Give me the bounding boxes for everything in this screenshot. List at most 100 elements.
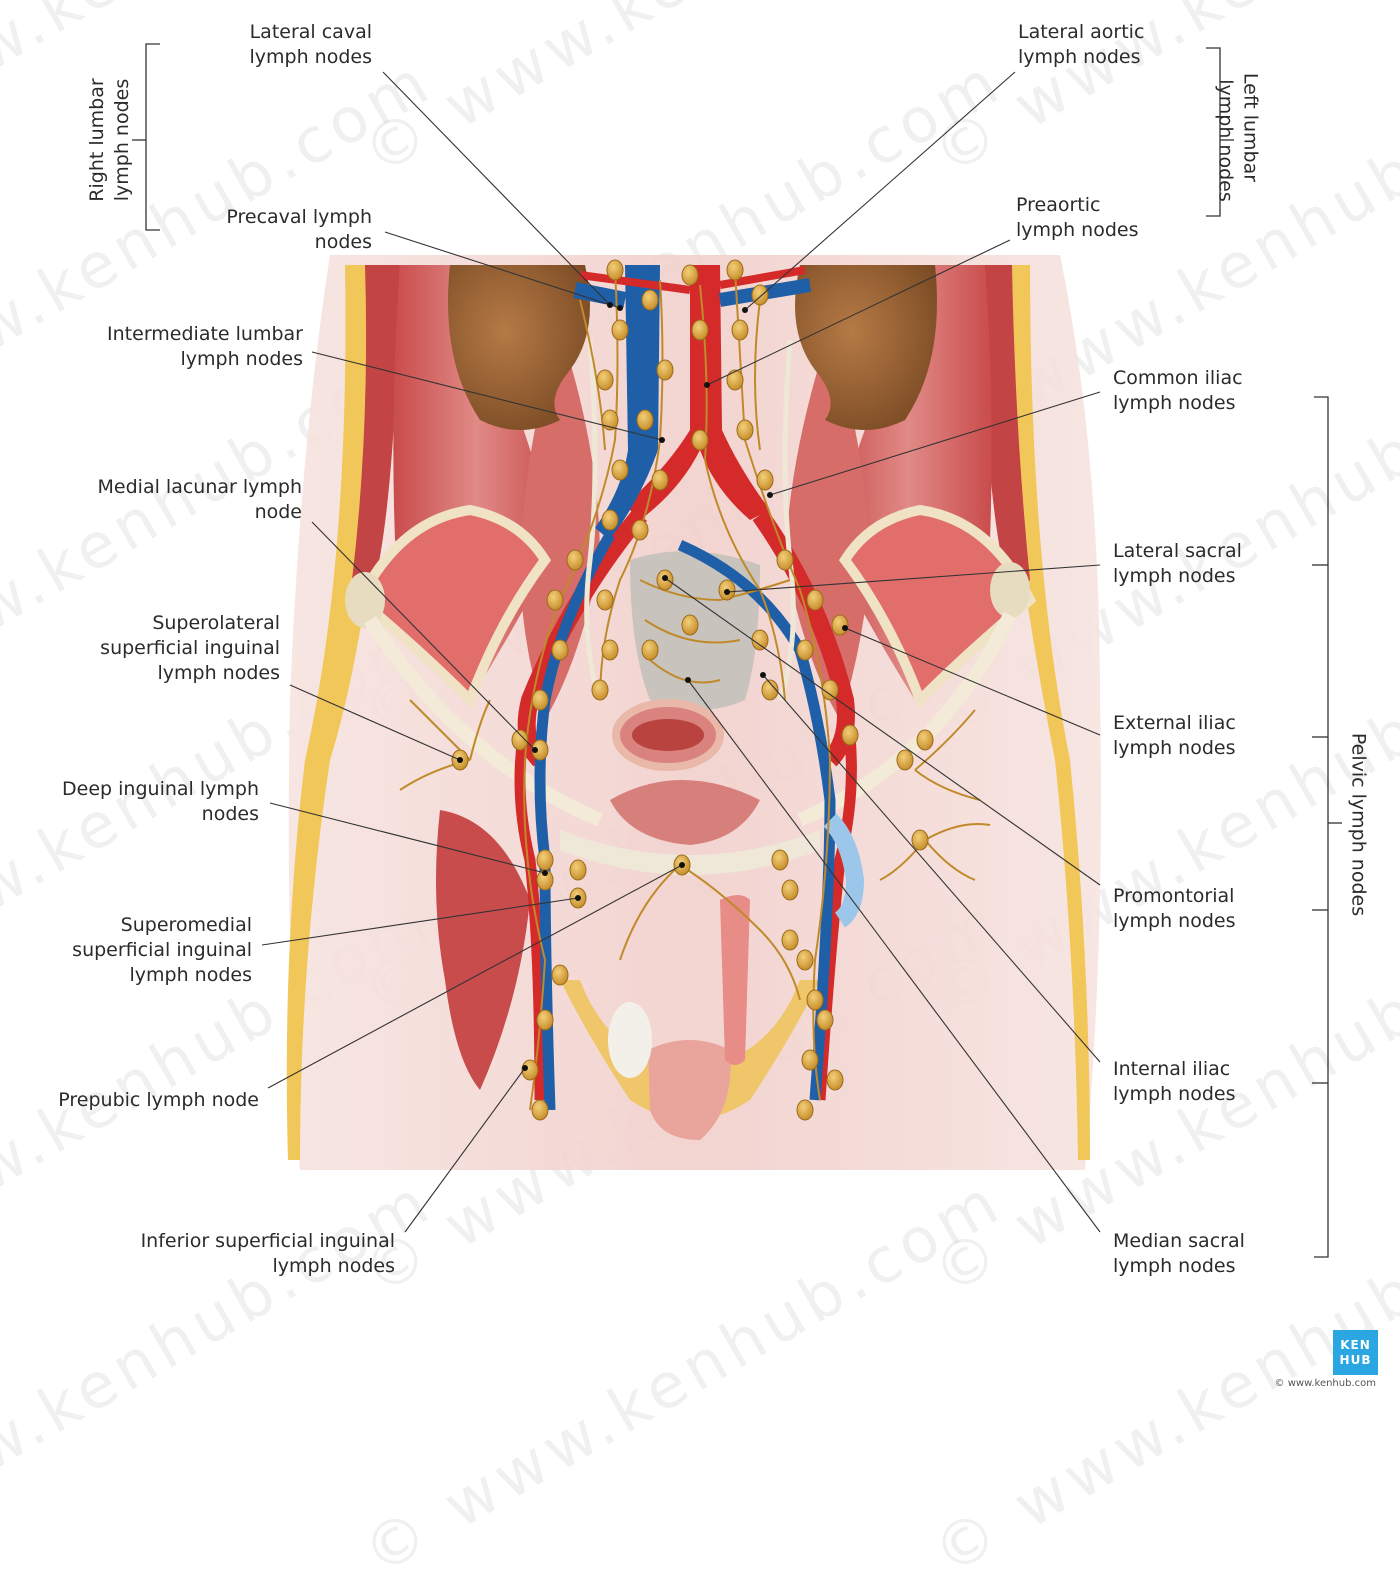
lymph-node — [796, 639, 814, 661]
left-asis — [990, 562, 1030, 618]
pelvic-lymph-illustration — [286, 255, 1101, 1170]
lymph-node — [511, 729, 529, 751]
right-thigh-muscle — [436, 810, 530, 1090]
lymph-node — [601, 509, 619, 531]
right-ureter — [584, 339, 603, 701]
testis — [608, 1002, 652, 1078]
lymph-node — [796, 949, 814, 971]
lymph-node — [611, 319, 629, 341]
left-common-iliac-vein — [677, 539, 836, 1101]
aorta — [625, 265, 770, 520]
lymph-node — [551, 964, 569, 986]
lymph-node — [801, 1049, 819, 1071]
scrotum — [560, 980, 820, 1120]
lymph-node — [826, 1069, 844, 1091]
lymph-node — [821, 679, 839, 701]
right-inguinal-ligament — [364, 616, 603, 827]
lymph-node — [536, 1009, 554, 1031]
lymph-node — [611, 459, 629, 481]
lymph-node — [841, 724, 859, 746]
lymph-node — [761, 679, 779, 701]
spermatic-cord — [720, 895, 750, 1065]
lymph-node — [691, 319, 709, 341]
inferior-vena-cava — [595, 265, 660, 540]
lymph-node — [781, 879, 799, 901]
group-left-lumbar: Left lumbar — [1239, 72, 1262, 183]
right-abdominal-wall-muscle — [352, 265, 400, 600]
lymph-node — [681, 614, 699, 636]
lymph-node — [911, 829, 929, 851]
lymph-node — [756, 469, 774, 491]
left-renal-artery — [719, 266, 806, 289]
lymph-node — [651, 469, 669, 491]
pubic-band — [560, 830, 820, 875]
group-pelvic: Pelvic lymph nodes — [1347, 732, 1370, 917]
lymph-node — [596, 369, 614, 391]
lymph-node — [569, 859, 587, 881]
lymph-node — [726, 369, 744, 391]
right-common-iliac-vein — [534, 532, 615, 1111]
lymph-node — [781, 929, 799, 951]
lymph-node — [896, 749, 914, 771]
lymph-node — [776, 549, 794, 571]
lymph-node — [636, 409, 654, 431]
left-groin-vein — [823, 813, 865, 928]
right-kidney — [448, 265, 590, 430]
lymph-node — [731, 319, 749, 341]
left-abdominal-wall-muscle — [980, 265, 1030, 600]
left-kidney — [795, 265, 937, 430]
lymph-node — [601, 639, 619, 661]
lymph-node — [726, 259, 744, 281]
lymph-node — [641, 639, 659, 661]
rectum-lumen — [632, 719, 704, 751]
left-iliac-wing — [838, 504, 1037, 710]
label-prepubic: Prepubic lymph node — [58, 1089, 259, 1111]
lymph-node — [591, 679, 609, 701]
lymph-node — [691, 429, 709, 451]
group-left-lumbar-line2: lymph nodes — [1214, 79, 1237, 202]
lymph-node — [656, 359, 674, 381]
lymph-node — [806, 989, 824, 1011]
penis — [648, 1040, 731, 1140]
lymph-node — [601, 409, 619, 431]
bladder — [610, 780, 760, 845]
right-renal-artery — [579, 271, 691, 294]
copyright-credit: © www.kenhub.com — [1274, 1378, 1376, 1389]
lymph-node — [566, 549, 584, 571]
lymph-node — [551, 639, 569, 661]
lymph-node — [521, 1059, 539, 1081]
lymph-node — [606, 259, 624, 281]
lymph-node — [816, 1009, 834, 1031]
lymph-node — [771, 849, 789, 871]
lymph-node — [631, 519, 649, 541]
lymph-node — [796, 1099, 814, 1121]
lymph-node — [546, 589, 564, 611]
lymph-node — [596, 589, 614, 611]
leader-lines — [132, 43, 1342, 1258]
lymph-node — [806, 589, 824, 611]
lymph-node — [641, 289, 659, 311]
lymph-node — [681, 264, 699, 286]
right-common-iliac-artery — [517, 509, 647, 767]
lymph-nodes — [451, 259, 934, 1121]
right-iliac-wing — [353, 504, 552, 710]
